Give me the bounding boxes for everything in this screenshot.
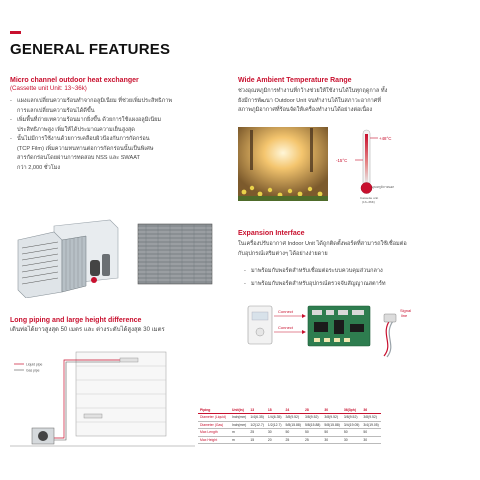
table-cell: 3/8(9.52): [302, 413, 323, 422]
table-cell: 3/4(19.05): [361, 421, 381, 429]
legend-gas: Gas pipe: [26, 369, 40, 373]
table-header-cell: 24: [283, 406, 303, 414]
micro-channel-title: Micro channel outdoor heat exchanger: [10, 77, 139, 84]
description-line: สภาพภูมิอากาศที่ร้อนจัดให้เครื่องทำงานได…: [238, 107, 373, 113]
connector-plug-icon: [383, 313, 397, 323]
temp-high-label: +48°C: [379, 136, 391, 141]
table-cell: Inch(mm): [230, 421, 249, 429]
connect-label-1: Connect: [278, 309, 294, 314]
expansion-description: ในเครื่องปรับอากาศ Indoor Unit ได้ถูกติด…: [238, 240, 473, 259]
table-cell: 1/2(12.7): [265, 421, 284, 429]
table-cell: Inch(mm): [230, 413, 249, 422]
table-cell: 30: [341, 436, 362, 444]
table-cell: 15: [248, 436, 266, 444]
legend-liquid: Liquid pipe: [26, 363, 43, 367]
table-header-cell: Piping: [198, 406, 230, 414]
connect-label-2: Connect: [278, 325, 294, 330]
table-header-cell: 28: [302, 406, 323, 414]
table-header-cell: 36: [361, 406, 381, 414]
table-cell: 30: [361, 436, 381, 444]
gauge-label-2: Cassette unit: [360, 196, 378, 200]
table-header-cell: Unit(in): [230, 406, 249, 414]
table-cell: 1/2(12.7): [248, 421, 266, 429]
table-cell: 3/8(9.52): [322, 413, 342, 422]
indoor-unit-icon: [119, 357, 139, 363]
table-cell: 5/8(15.88): [322, 421, 342, 429]
table-cell: 25: [248, 428, 266, 437]
table-cell: m: [230, 436, 249, 444]
bullet-item: มาพร้อมกับพอร์ตสำหรับเชื่อมต่อระบบควบคุม…: [244, 265, 474, 278]
accent-bar: [10, 31, 21, 34]
table-cell: 25: [302, 436, 323, 444]
table-cell: m: [230, 428, 249, 437]
table-cell: 3/4(19.05): [341, 421, 362, 429]
micro-channel-subtitle: (Cassette unit Unit: 13~36k): [10, 85, 87, 92]
table-cell: 3/8(9.52): [341, 413, 362, 422]
table-cell: Diameter (Gas): [198, 421, 230, 429]
piping-description: เดินท่อได้ยาวสูงสุด 50 เมตร และ ต่างระดั…: [10, 327, 165, 333]
table-cell: 50: [341, 428, 362, 437]
piping-title: Long piping and large height difference: [10, 317, 142, 324]
table-cell: 50: [361, 428, 381, 437]
wide-ambient-title: Wide Ambient Temperature Range: [238, 77, 352, 84]
table-cell: 1/4(6.35): [265, 413, 284, 422]
table-row: Diameter (Liquid)Inch(mm)1/4(6.35)1/4(6.…: [198, 413, 381, 422]
ambient-temperature-illustration: +48°C -15°C อุณหภูมิภายนอก Cassette unit…: [238, 127, 394, 204]
micro-channel-bullets: แผงแลกเปลี่ยนความร้อนทำจากอลูมิเนียม ที่…: [10, 97, 230, 173]
description-line: ยังมีการพัฒนา Outdoor Unit จนทำงานได้ในส…: [238, 97, 382, 104]
table-cell: 3/8(9.52): [283, 413, 303, 422]
bullet-item: แผงแลกเปลี่ยนความร้อนทำจากอลูมิเนียม ที่…: [10, 97, 230, 116]
table-cell: 5/8(15.88): [302, 421, 323, 429]
table-cell: 20: [265, 436, 284, 444]
table-header-cell: 36(3ph): [341, 406, 362, 414]
table-cell: 25: [283, 436, 303, 444]
table-header-cell: 18: [265, 406, 284, 414]
table-cell: 5/8(15.88): [283, 421, 303, 429]
description-line: ช่วงอุณหภูมิการทำงานที่กว้างช่วยให้ใช้งา…: [238, 88, 388, 94]
table-cell: 3/8(9.52): [361, 413, 381, 422]
table-header-cell: 30: [322, 406, 342, 414]
table-cell: 50: [322, 428, 342, 437]
gauge-label-3: (13~36K): [362, 200, 375, 204]
table-cell: Max Height: [198, 436, 230, 444]
table-row: Diameter (Gas)Inch(mm)1/2(12.7)1/2(12.7)…: [198, 421, 381, 429]
table-cell: 30: [322, 436, 342, 444]
table-cell: 30: [265, 428, 284, 437]
page-title: GENERAL FEATURES: [10, 41, 171, 58]
table-cell: 50: [302, 428, 323, 437]
description-line: กับอุปกรณ์เสริมต่างๆ ได้อย่างง่ายดาย: [238, 250, 328, 257]
table-cell: Diameter (Liquid): [198, 413, 230, 422]
expansion-title: Expansion Interface: [238, 230, 305, 237]
indoor-unit-icon: [83, 413, 103, 419]
table-cell: Max Length: [198, 428, 230, 437]
bullet-item: เพิ่มพื้นที่ถ่ายเทความร้อนมากยิ่งขึ้น ด้…: [10, 116, 230, 135]
table-header-cell: 13: [248, 406, 266, 414]
temp-low-label: -15°C: [336, 158, 347, 163]
gauge-label-1: อุณหภูมิภายนอก: [372, 185, 394, 190]
description-line: ในเครื่องปรับอากาศ Indoor Unit ได้ถูกติด…: [238, 241, 407, 247]
piping-diagram: Liquid pipe Gas pipe: [10, 351, 195, 447]
bullet-item: มาพร้อมกับพอร์ตสำหรับอุปกรณ์ตรวจจับสัญญา…: [244, 278, 474, 291]
wide-ambient-description: ช่วงอุณหภูมิการทำงานที่กว้างช่วยให้ใช้งา…: [238, 87, 473, 116]
outdoor-unit-illustration: [17, 219, 213, 298]
wall-controller-icon: [247, 305, 273, 345]
table-cell: 50: [283, 428, 303, 437]
bullet-item: นั้นไม่มีการใช้งานด้วยการเคลือบผิวป้องกั…: [10, 135, 230, 173]
table-cell: 1/4(6.35): [248, 413, 266, 422]
expansion-bullets: มาพร้อมกับพอร์ตสำหรับเชื่อมต่อระบบควบคุม…: [244, 265, 474, 291]
